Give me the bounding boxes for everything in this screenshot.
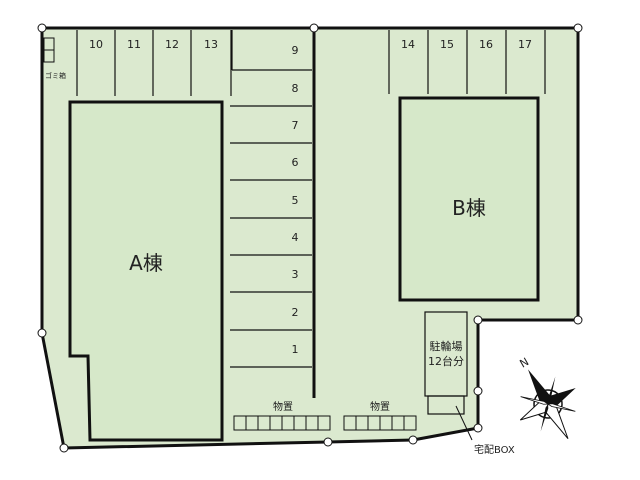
parking-middle-dividers [230, 30, 312, 368]
parking-spot-8: 8 [292, 82, 299, 95]
parking-spot-9: 9 [292, 44, 299, 57]
parking-top-right-dividers [388, 30, 546, 94]
parking-spot-12: 12 [165, 38, 179, 51]
storage-right: 物置 [343, 400, 417, 431]
bike-parking-label-2: 12台分 [428, 354, 464, 368]
boundary-markers [37, 23, 583, 453]
parking-spot-5: 5 [292, 194, 299, 207]
building-b [398, 96, 540, 302]
parking-spot-1: 1 [292, 343, 299, 356]
parking-top-right-labels: 14 15 16 17 [401, 38, 532, 51]
garbage-bin: ゴミ箱 [43, 37, 66, 80]
storage-right-label: 物置 [370, 400, 390, 413]
building-a-label: A棟 [129, 251, 163, 275]
delivery-box-label: 宅配BOX [474, 443, 515, 456]
compass-north-label: N [517, 355, 531, 370]
delivery-box: 宅配BOX [427, 395, 515, 456]
bike-parking-label-1: 駐輪場 [430, 339, 463, 353]
parking-spot-14: 14 [401, 38, 415, 51]
building-a [68, 100, 224, 442]
storage-left: 物置 [233, 400, 331, 431]
storage-left-label: 物置 [273, 400, 293, 413]
parking-spot-10: 10 [89, 38, 103, 51]
parking-spot-17: 17 [518, 38, 532, 51]
parking-spot-7: 7 [292, 119, 299, 132]
parking-spot-2: 2 [292, 306, 299, 319]
parking-spot-11: 11 [127, 38, 141, 51]
parking-top-left-labels: 10 11 12 13 [89, 38, 218, 51]
parking-spot-16: 16 [479, 38, 493, 51]
parking-top-left-dividers [76, 30, 232, 96]
compass-rose-icon: N [517, 355, 576, 439]
garbage-label: ゴミ箱 [45, 71, 66, 80]
parking-spot-4: 4 [292, 231, 299, 244]
parking-spot-15: 15 [440, 38, 454, 51]
building-b-label: B棟 [452, 196, 486, 220]
parking-spot-13: 13 [204, 38, 218, 51]
parking-middle-labels: 9 8 7 6 5 4 3 2 1 [292, 44, 299, 356]
parking-spot-6: 6 [292, 156, 299, 169]
parking-spot-3: 3 [292, 268, 299, 281]
